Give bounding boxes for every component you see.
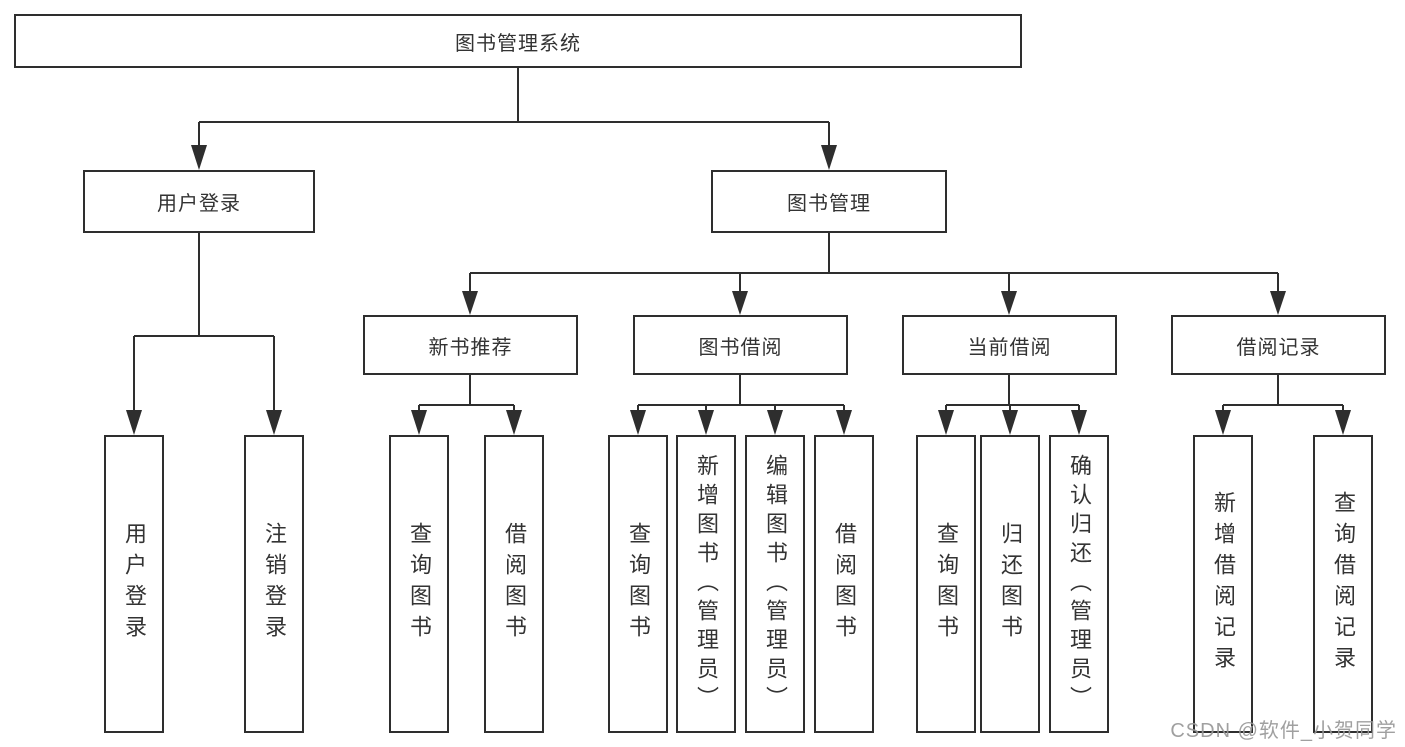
- node-borrowing-records: 借阅记录: [1171, 315, 1386, 375]
- leaf-label: 确认归还（管理员）: [1067, 453, 1092, 715]
- node-label: 借阅记录: [1236, 336, 1321, 359]
- node-book-management: 图书管理: [711, 170, 947, 233]
- leaf-label: 查询借阅记录: [1331, 491, 1356, 677]
- leaf-label: 编辑图书（管理员）: [763, 453, 788, 715]
- leaf-borrow-books: 借阅图书: [814, 435, 874, 733]
- arrowhead-down-icon: [1270, 291, 1286, 315]
- arrowhead-down-icon: [506, 410, 522, 435]
- node-user-login: 用户登录: [83, 170, 315, 233]
- node-label: 新书推荐: [428, 336, 513, 359]
- leaf-label: 新增借阅记录: [1211, 491, 1236, 677]
- leaf-user-login: 用户登录: [104, 435, 164, 733]
- node-book-borrowing: 图书借阅: [633, 315, 848, 375]
- node-label: 当前借阅: [967, 336, 1052, 359]
- arrowhead-down-icon: [462, 291, 478, 315]
- leaf-query-books-borrowing: 查询图书: [608, 435, 668, 733]
- leaf-label: 查询图书: [934, 522, 959, 646]
- node-library-management-system: 图书管理系统: [14, 14, 1022, 68]
- leaf-label: 注销登录: [262, 522, 287, 646]
- edge-book-mgmt-to-level3: [469, 233, 1279, 296]
- node-current-borrowing: 当前借阅: [902, 315, 1117, 375]
- leaf-query-borrow-record: 查询借阅记录: [1313, 435, 1373, 733]
- arrowhead-down-icon: [1001, 291, 1017, 315]
- leaf-label: 借阅图书: [832, 522, 857, 646]
- leaf-label: 查询图书: [626, 522, 651, 646]
- arrowhead-down-icon: [1335, 410, 1351, 435]
- leaf-borrow-books-recommend: 借阅图书: [484, 435, 544, 733]
- node-label: 用户登录: [157, 193, 241, 215]
- leaf-add-borrow-record: 新增借阅记录: [1193, 435, 1253, 733]
- arrowhead-down-icon: [1002, 410, 1018, 435]
- arrowhead-down-icon: [191, 145, 207, 170]
- node-label: 图书借阅: [698, 336, 783, 359]
- arrowhead-down-icon: [836, 410, 852, 435]
- edge-book-borrow-to-leaves: [637, 375, 845, 414]
- edge-borrow-records-to-leaves: [1222, 375, 1344, 414]
- node-new-book-recommendation: 新书推荐: [363, 315, 578, 375]
- arrowhead-down-icon: [411, 410, 427, 435]
- node-label: 图书管理系统: [455, 32, 581, 55]
- leaf-return-books: 归还图书: [980, 435, 1040, 733]
- arrowhead-down-icon: [266, 410, 282, 435]
- arrowhead-down-icon: [1215, 410, 1231, 435]
- arrowhead-down-icon: [126, 410, 142, 435]
- node-label: 图书管理: [787, 193, 871, 215]
- leaf-label: 用户登录: [122, 522, 147, 646]
- leaf-label: 归还图书: [998, 522, 1023, 646]
- edge-user-login-to-leaves: [133, 233, 275, 414]
- leaf-logout: 注销登录: [244, 435, 304, 733]
- leaf-confirm-return-admin: 确认归还（管理员）: [1049, 435, 1109, 733]
- edge-root-to-level2: [198, 68, 830, 150]
- leaf-label: 借阅图书: [502, 522, 527, 646]
- arrowhead-down-icon: [698, 410, 714, 435]
- arrowhead-down-icon: [938, 410, 954, 435]
- arrowhead-down-icon: [767, 410, 783, 435]
- leaf-query-books-recommend: 查询图书: [389, 435, 449, 733]
- leaf-add-books-admin: 新增图书（管理员）: [676, 435, 736, 733]
- arrowhead-down-icon: [630, 410, 646, 435]
- arrowhead-down-icon: [821, 145, 837, 170]
- leaf-query-books-current: 查询图书: [916, 435, 976, 733]
- edge-current-borrow-to-leaves: [945, 375, 1080, 414]
- leaf-edit-books-admin: 编辑图书（管理员）: [745, 435, 805, 733]
- edge-new-books-to-leaves: [418, 375, 515, 414]
- csdn-watermark: CSDN @软件_小贺同学: [1170, 720, 1397, 742]
- leaf-label: 新增图书（管理员）: [694, 453, 719, 715]
- arrowhead-down-icon: [1071, 410, 1087, 435]
- arrowhead-down-icon: [732, 291, 748, 315]
- leaf-label: 查询图书: [407, 522, 432, 646]
